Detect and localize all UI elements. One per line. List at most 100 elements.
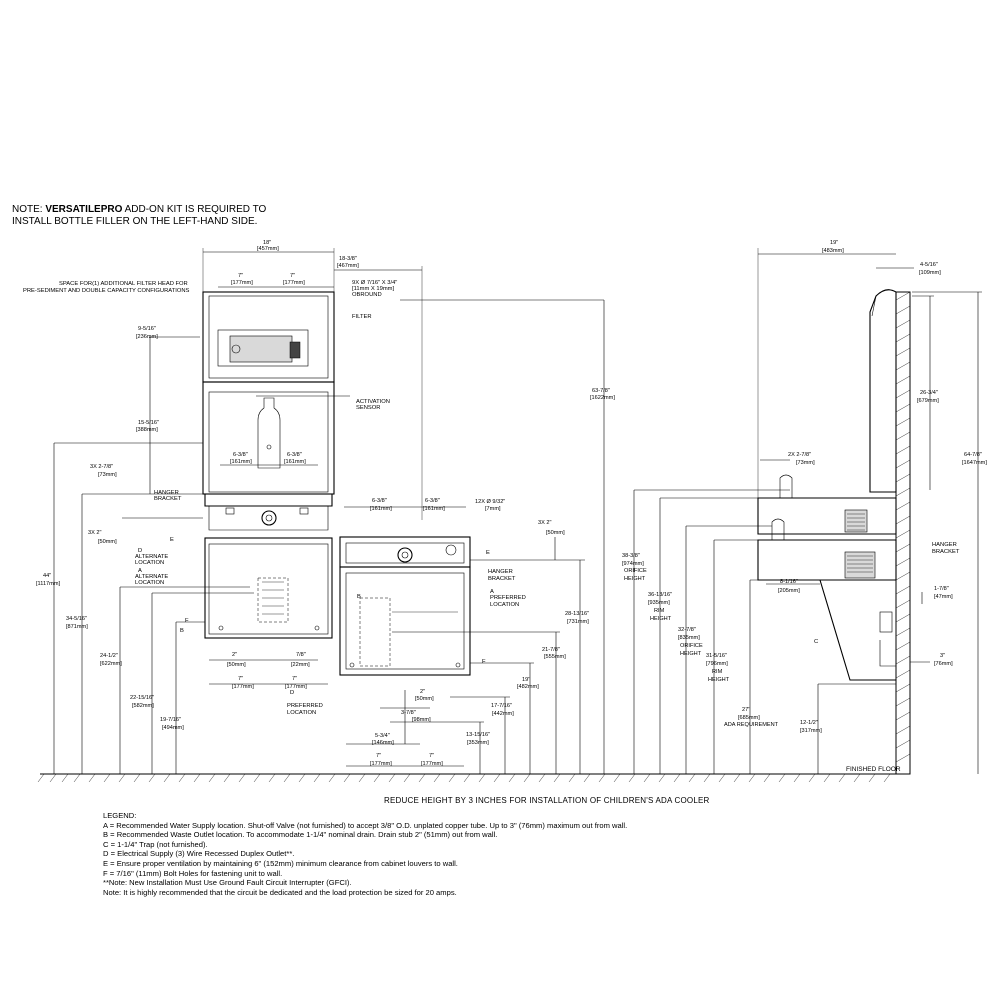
svg-text:[482mm]: [482mm]	[517, 684, 539, 690]
svg-text:6-3/8": 6-3/8"	[425, 498, 440, 504]
svg-text:E: E	[170, 537, 174, 543]
svg-text:ALTERNATE: ALTERNATE	[135, 574, 168, 580]
svg-text:[935mm]: [935mm]	[648, 600, 670, 606]
front-view	[202, 291, 335, 639]
svg-text:24-1/2": 24-1/2"	[100, 653, 118, 659]
svg-text:9-5/16": 9-5/16"	[138, 326, 156, 332]
svg-text:[205mm]: [205mm]	[778, 588, 800, 594]
svg-text:[109mm]: [109mm]	[919, 270, 941, 276]
svg-text:[161mm]: [161mm]	[284, 459, 306, 465]
svg-text:[146mm]: [146mm]	[372, 740, 394, 746]
svg-text:7/8": 7/8"	[296, 652, 306, 658]
svg-text:[177mm]: [177mm]	[283, 280, 305, 286]
svg-text:38-3/8": 38-3/8"	[622, 553, 640, 559]
svg-text:63-7/8": 63-7/8"	[592, 388, 610, 394]
svg-text:19": 19"	[522, 677, 530, 683]
svg-text:3-7/8": 3-7/8"	[401, 710, 416, 716]
svg-text:[835mm]: [835mm]	[678, 635, 700, 641]
svg-text:64-7/8": 64-7/8"	[964, 452, 982, 458]
svg-text:[177mm]: [177mm]	[232, 684, 254, 690]
svg-text:6-3/8": 6-3/8"	[233, 452, 248, 458]
svg-text:5-3/4": 5-3/4"	[375, 733, 390, 739]
svg-text:ACTIVATION: ACTIVATION	[356, 399, 390, 405]
svg-text:PREFERRED: PREFERRED	[287, 703, 323, 709]
svg-text:[622mm]: [622mm]	[100, 661, 122, 667]
legend-line: B = Recommended Waste Outlet location. T…	[103, 830, 498, 840]
svg-text:LOCATION: LOCATION	[287, 710, 316, 716]
svg-text:B: B	[357, 594, 361, 600]
legend-line: Note: It is highly recommended that the …	[103, 887, 457, 897]
svg-text:[50mm]: [50mm]	[546, 530, 565, 536]
svg-text:7": 7"	[376, 753, 381, 759]
svg-text:18-3/8": 18-3/8"	[339, 256, 357, 262]
svg-text:HEIGHT: HEIGHT	[650, 616, 672, 622]
floor-line	[37, 773, 900, 783]
side-dimensions	[633, 248, 982, 774]
svg-text:22-15/16": 22-15/16"	[130, 695, 154, 701]
svg-text:7": 7"	[238, 273, 243, 279]
svg-text:2": 2"	[232, 652, 237, 658]
svg-text:12-1/2": 12-1/2"	[800, 720, 818, 726]
svg-text:44": 44"	[43, 573, 51, 579]
svg-text:B: B	[180, 628, 184, 634]
install-note: NOTE: VERSATILEPRO ADD-ON KIT IS REQUIRE…	[12, 204, 267, 227]
svg-text:ALTERNATE: ALTERNATE	[135, 554, 168, 560]
svg-text:[177mm]: [177mm]	[285, 684, 307, 690]
svg-text:ORIFICE: ORIFICE	[624, 568, 647, 574]
legend-line: F = 7/16" (11mm) Bolt Holes for fastenin…	[103, 868, 283, 878]
svg-text:13-15/16": 13-15/16"	[466, 732, 490, 738]
legend-line: A = Recommended Water Supply location. S…	[103, 820, 628, 830]
svg-text:[1622mm]: [1622mm]	[590, 395, 615, 401]
legend-line: D = Electrical Supply (3) Wire Recessed …	[103, 849, 295, 859]
svg-text:7": 7"	[292, 676, 297, 682]
svg-text:[1647mm]: [1647mm]	[962, 460, 987, 466]
svg-text:[50mm]: [50mm]	[98, 539, 117, 545]
svg-text:34-5/16": 34-5/16"	[66, 616, 87, 622]
child-dimensions	[346, 559, 585, 774]
svg-text:ADA REQUIREMENT: ADA REQUIREMENT	[724, 722, 779, 728]
svg-text:[22mm]: [22mm]	[291, 662, 310, 668]
svg-text:[494mm]: [494mm]	[162, 725, 184, 731]
svg-text:[11mm X 19mm]: [11mm X 19mm]	[352, 286, 394, 292]
svg-text:C: C	[814, 639, 818, 645]
svg-text:RIM: RIM	[712, 669, 723, 675]
svg-text:[685mm]: [685mm]	[738, 715, 760, 721]
legend: LEGEND: A = Recommended Water Supply loc…	[103, 811, 627, 897]
svg-text:[483mm]: [483mm]	[822, 248, 844, 254]
svg-text:[317mm]: [317mm]	[800, 728, 822, 734]
child-labels: 6-3/8" [161mm] 6-3/8" [161mm] 12X Ø 9/32…	[287, 498, 589, 767]
svg-text:[442mm]: [442mm]	[492, 711, 514, 717]
svg-text:[73mm]: [73mm]	[796, 460, 815, 466]
svg-text:LOCATION: LOCATION	[135, 580, 164, 586]
svg-text:17-7/16": 17-7/16"	[491, 703, 512, 709]
svg-text:PREFERRED: PREFERRED	[490, 595, 526, 601]
svg-text:[236mm]: [236mm]	[136, 334, 158, 340]
svg-text:2": 2"	[420, 689, 425, 695]
svg-text:[731mm]: [731mm]	[567, 619, 589, 625]
side-labels: 19" [483mm] 4-5/16" [109mm] 26-3/4" [679…	[622, 240, 987, 773]
svg-text:[871mm]: [871mm]	[66, 624, 88, 630]
svg-text:D: D	[290, 690, 294, 696]
svg-text:A: A	[490, 589, 494, 595]
svg-text:F: F	[185, 618, 189, 624]
svg-text:6-3/8": 6-3/8"	[287, 452, 302, 458]
svg-text:8-1/16": 8-1/16"	[780, 579, 798, 585]
svg-text:BRACKET: BRACKET	[154, 496, 182, 502]
svg-text:[388mm]: [388mm]	[136, 427, 158, 433]
svg-text:31-5/16": 31-5/16"	[706, 653, 727, 659]
svg-text:[76mm]: [76mm]	[934, 661, 953, 667]
svg-text:FINISHED FLOOR: FINISHED FLOOR	[846, 766, 901, 773]
svg-text:[1117mm]: [1117mm]	[36, 581, 60, 587]
svg-text:[796mm]: [796mm]	[706, 661, 728, 667]
svg-text:3X 2": 3X 2"	[538, 520, 552, 526]
svg-text:[582mm]: [582mm]	[132, 703, 154, 709]
svg-text:[467mm]: [467mm]	[337, 263, 359, 269]
svg-text:ORIFICE: ORIFICE	[680, 643, 703, 649]
legend-line: **Note: New Installation Must Use Ground…	[103, 878, 352, 888]
svg-text:LOCATION: LOCATION	[135, 560, 164, 566]
svg-text:36-13/16": 36-13/16"	[648, 592, 672, 598]
svg-text:[974mm]: [974mm]	[622, 561, 644, 567]
svg-text:LOCATION: LOCATION	[490, 602, 519, 608]
svg-text:[7mm]: [7mm]	[485, 506, 501, 512]
